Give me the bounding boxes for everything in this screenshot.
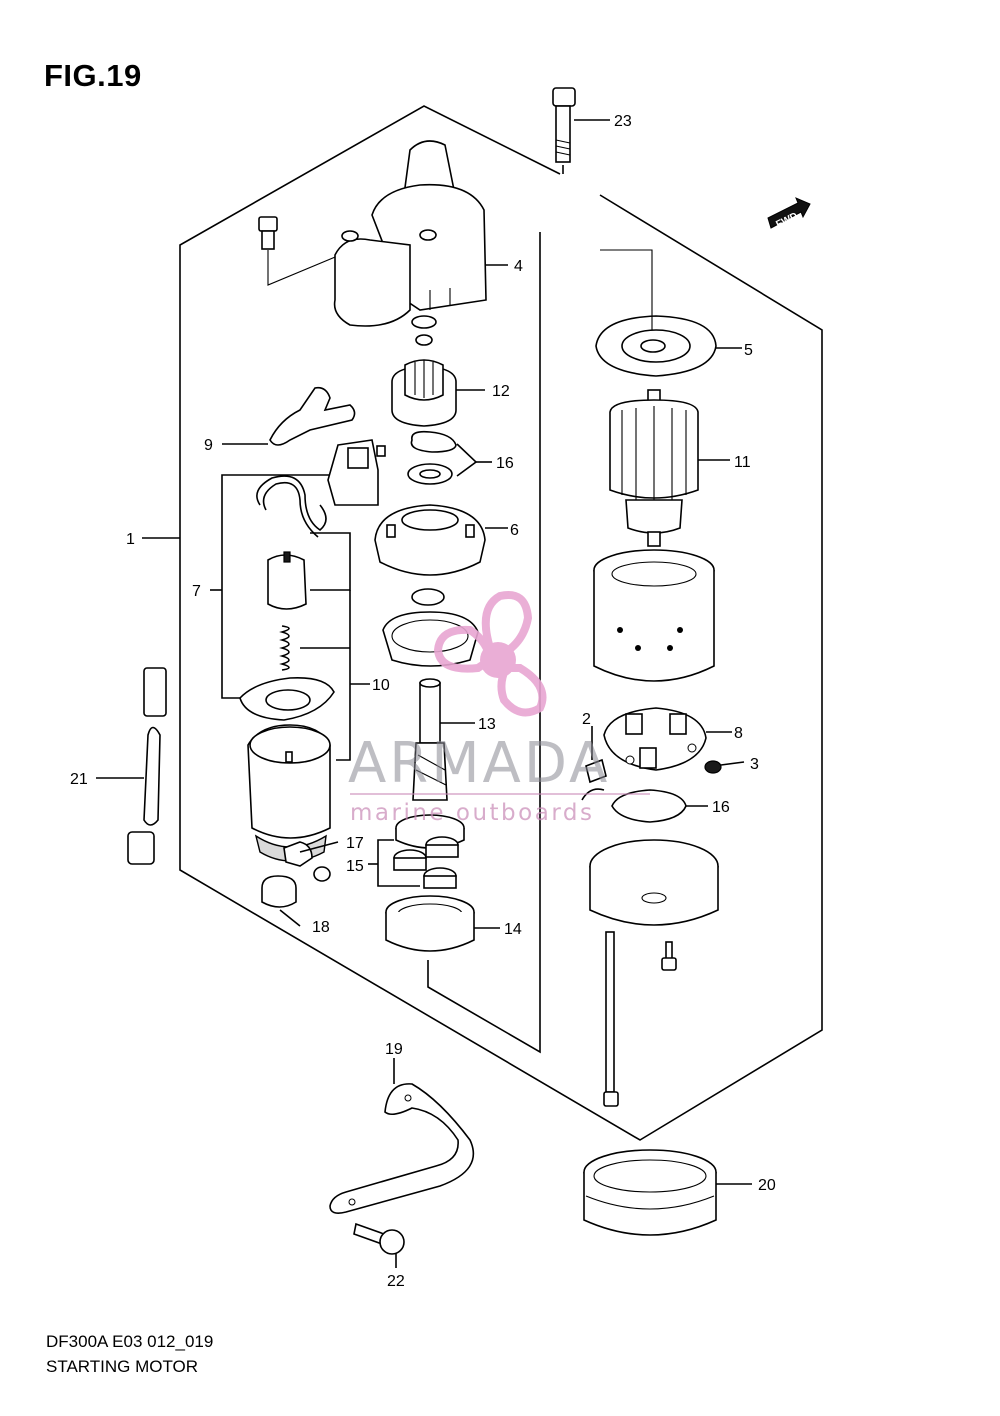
callout-19: 19	[385, 1041, 403, 1058]
armada-logo-icon	[433, 591, 547, 717]
part-7-holder	[327, 439, 386, 506]
part-11-armature	[609, 389, 699, 547]
callout-21: 21	[70, 771, 88, 788]
part-10-brush-holder	[267, 551, 307, 610]
callout-18: 18	[312, 919, 330, 936]
part-5-end-plate	[595, 315, 717, 377]
solenoid-rings	[411, 315, 437, 346]
part-12-pinion	[391, 359, 457, 427]
sub-motor	[247, 724, 331, 862]
part-22-screw	[353, 1222, 405, 1255]
part-16-snap-ring-lower	[581, 788, 687, 823]
leader-5-dashed	[600, 249, 653, 330]
callout-15: 15	[346, 858, 364, 875]
bracket-washers	[382, 588, 479, 667]
callout-1: 1	[126, 531, 135, 548]
through-bolt-long	[603, 931, 619, 1107]
callout-10: 10	[372, 677, 390, 694]
part-18-clip	[261, 875, 297, 908]
callout-5: 5	[744, 342, 753, 359]
callout-16-upper: 16	[496, 455, 514, 472]
part-9-shift-lever	[269, 386, 356, 446]
part-2-terminal	[585, 758, 607, 784]
callout-20: 20	[758, 1177, 776, 1194]
figure-name: STARTING MOTOR	[46, 1357, 199, 1376]
part-15-gears	[393, 836, 459, 889]
callout-3: 3	[750, 756, 759, 773]
callout-13: 13	[478, 716, 496, 733]
part-10-plate	[239, 676, 335, 721]
armada-watermark: ARMADA marine outboards	[348, 591, 650, 826]
part-7-spring-wire	[256, 475, 327, 538]
part-16-snap-ring-upper	[407, 430, 457, 485]
through-bolt-short	[661, 941, 677, 971]
part-13-drive-shaft	[395, 678, 465, 849]
callout-23: 23	[614, 113, 632, 130]
leader-18	[279, 909, 301, 927]
motor-yoke	[593, 549, 715, 682]
part-23-bolt	[552, 87, 576, 163]
part-21-wire-lead	[127, 667, 167, 865]
figure-title: FIG.19	[44, 58, 142, 93]
model-code: DF300A E03 012_019	[46, 1332, 214, 1351]
callout-11: 11	[734, 454, 751, 471]
part-8-brush-plate	[603, 707, 707, 771]
callout-16-lower: 16	[712, 799, 730, 816]
solenoid-bolt	[258, 216, 278, 250]
leader-10-bracket	[336, 590, 351, 761]
callout-9: 9	[204, 437, 213, 454]
callout-17: 17	[346, 835, 364, 852]
part-3-nut	[704, 760, 722, 774]
callout-6: 6	[510, 522, 519, 539]
rear-end-cover	[589, 839, 719, 926]
watermark-tagline: marine outboards	[350, 800, 594, 826]
leader-3	[720, 761, 745, 766]
part-14-internal-gear	[385, 895, 475, 952]
callout-22: 22	[387, 1273, 405, 1290]
callout-12: 12	[492, 383, 510, 400]
leader-10-upper	[310, 532, 351, 591]
bolt-dashed-leader	[267, 250, 341, 286]
fwd-arrow-icon: FWD	[767, 197, 811, 231]
leader-16-upper-brace	[456, 443, 478, 477]
leader-15-bracket	[377, 839, 420, 887]
callout-4: 4	[514, 258, 523, 275]
callout-2: 2	[582, 711, 591, 728]
part-6-bracket	[374, 504, 486, 576]
part-4-solenoid-housing	[333, 140, 487, 327]
leader-17	[299, 841, 339, 853]
callout-8: 8	[734, 725, 743, 742]
part-10-spring	[279, 625, 290, 671]
callout-14: 14	[504, 921, 522, 938]
watermark-brand: ARMADA	[348, 731, 610, 796]
leader-7-bracket	[221, 474, 330, 699]
part-19-strap	[329, 1083, 475, 1214]
callout-7: 7	[192, 583, 201, 600]
inner-divider-line	[427, 232, 541, 1054]
part-20-rubber-band	[583, 1149, 717, 1236]
assembly-outline	[179, 105, 823, 1141]
